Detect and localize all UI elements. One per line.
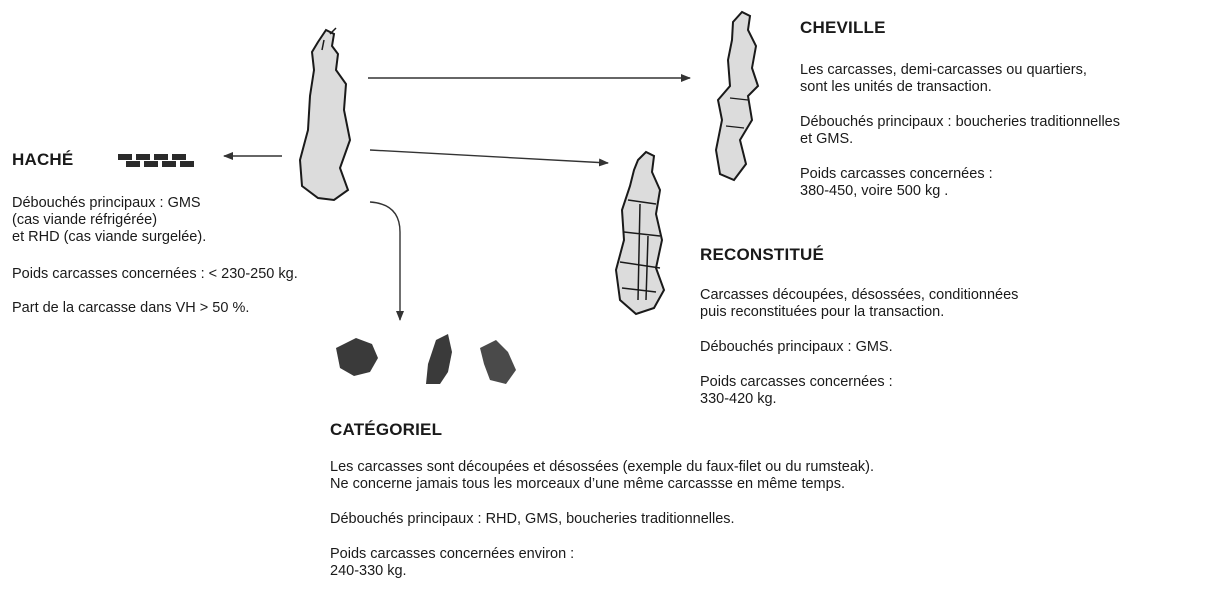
categoriel-para-debouches: Débouchés principaux : RHD, GMS, boucher… bbox=[330, 511, 950, 528]
hache-icon bbox=[118, 154, 194, 167]
reconstitue-section: RECONSTITUÉ bbox=[700, 245, 824, 265]
reconstitue-text: Carcasses découpées, désossées, conditio… bbox=[700, 287, 1100, 408]
categoriel-cuts-icon bbox=[336, 334, 516, 384]
hache-para-debouches: Débouchés principaux : GMS (cas viande r… bbox=[12, 195, 392, 246]
cheville-para-transaction: Les carcasses, demi-carcasses ou quartie… bbox=[800, 62, 1200, 96]
cheville-para-poids: Poids carcasses concernées : 380-450, vo… bbox=[800, 166, 1200, 200]
reconstitue-para-debouches: Débouchés principaux : GMS. bbox=[700, 339, 1100, 356]
categoriel-para-poids: Poids carcasses concernées environ : 240… bbox=[330, 546, 950, 580]
categoriel-para-desc: Les carcasses sont découpées et désossée… bbox=[330, 459, 950, 493]
hache-para-part: Part de la carcasse dans VH > 50 %. bbox=[12, 300, 392, 317]
reconstitue-title: RECONSTITUÉ bbox=[700, 245, 824, 265]
hache-text: Débouchés principaux : GMS (cas viande r… bbox=[12, 195, 392, 317]
cheville-carcass-icon bbox=[716, 12, 758, 180]
cheville-text: Les carcasses, demi-carcasses ou quartie… bbox=[800, 62, 1200, 200]
reconstitue-para-desc: Carcasses découpées, désossées, conditio… bbox=[700, 287, 1100, 321]
cheville-section: CHEVILLE bbox=[800, 18, 886, 38]
cheville-title: CHEVILLE bbox=[800, 18, 886, 38]
categoriel-section: CATÉGORIEL bbox=[330, 420, 442, 440]
hache-title: HACHÉ bbox=[12, 150, 73, 170]
hache-para-poids: Poids carcasses concernées : < 230-250 k… bbox=[12, 266, 392, 283]
hache-section: HACHÉ bbox=[12, 150, 73, 170]
reconstitue-carcass-icon bbox=[616, 152, 664, 314]
reconstitue-para-poids: Poids carcasses concernées : 330-420 kg. bbox=[700, 374, 1100, 408]
arrow-to-reconstitue bbox=[370, 150, 608, 163]
source-carcass-icon bbox=[300, 28, 350, 200]
categoriel-title: CATÉGORIEL bbox=[330, 420, 442, 440]
cheville-para-debouches: Débouchés principaux : boucheries tradit… bbox=[800, 114, 1200, 148]
categoriel-text: Les carcasses sont découpées et désossée… bbox=[330, 459, 950, 580]
